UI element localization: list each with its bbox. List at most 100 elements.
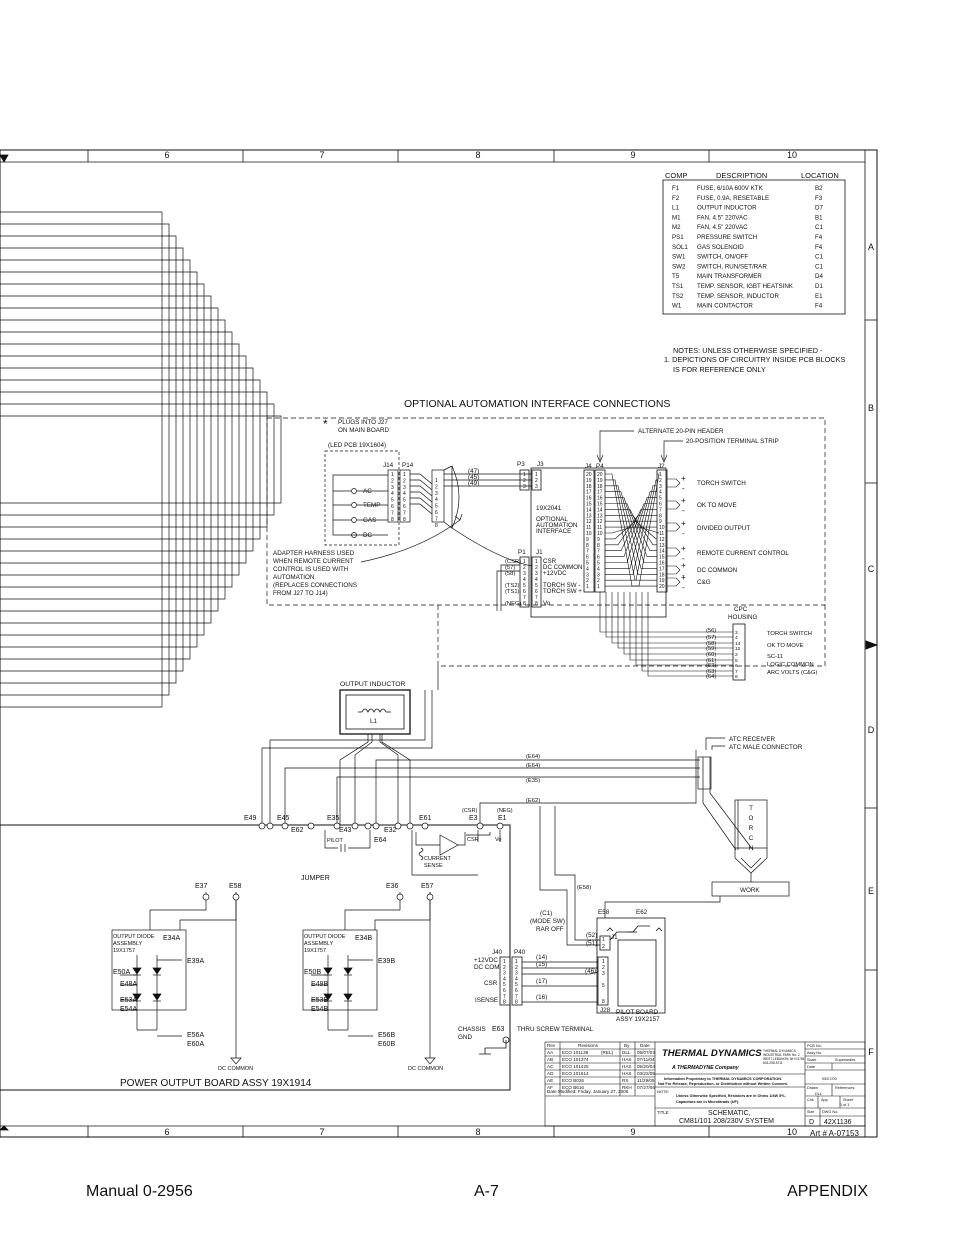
- pin-number: 3: [586, 572, 589, 578]
- pin-number: 6: [597, 555, 600, 561]
- cpc-wire: (60): [706, 652, 716, 658]
- pilot-left-12v: +12VDC: [474, 957, 498, 964]
- pin-number: 2: [515, 965, 518, 971]
- row-label-a: A: [868, 242, 874, 252]
- terminal-label: E57: [421, 883, 434, 890]
- cpc-pin: 4: [735, 635, 738, 641]
- pin-number: 8: [523, 601, 526, 607]
- footer-section: APPENDIX: [787, 1183, 868, 1200]
- company-addr-2: INDUSTRIAL PARK No. 2: [763, 1053, 800, 1057]
- atc-receiver: ATC RECEIVER: [729, 736, 776, 743]
- pin-number: 3: [535, 484, 538, 490]
- pin-number: 18: [597, 484, 603, 490]
- row-label-f: F: [868, 1047, 874, 1057]
- pin-number: 1: [403, 472, 406, 478]
- pilot-label: PILOT: [327, 838, 344, 844]
- pin-number: 14: [597, 507, 603, 513]
- cpc-wire: (59): [706, 646, 716, 652]
- pin-number: 10: [659, 525, 665, 531]
- plugs-note-1: PLUGS INTO J27: [338, 419, 388, 426]
- pin-number: 2: [503, 965, 506, 971]
- rev-date: 03/22/05: [637, 1071, 655, 1076]
- rev-desc: ECO 101614: [562, 1071, 589, 1076]
- pin-number: 3: [597, 572, 600, 578]
- board-name-1: 19X2041: [536, 505, 562, 512]
- drawn-by: DLL: [815, 1092, 822, 1096]
- pin-number: 6: [523, 589, 526, 595]
- rev-date: 07/11/04: [637, 1057, 655, 1062]
- rev-code: AE: [547, 1078, 553, 1083]
- pin-number: 4: [586, 566, 589, 572]
- led-temp: TEMP: [363, 502, 381, 509]
- pin-number: 3: [403, 485, 406, 491]
- pin-number: 1: [515, 959, 518, 965]
- led-dc: DC: [363, 532, 373, 539]
- pin-number: 9: [659, 519, 662, 525]
- col-label-6-bottom: 6: [164, 1127, 169, 1137]
- date-label: Date: [807, 1065, 815, 1069]
- diode-terminal: E39A: [187, 958, 204, 965]
- desc-cell: TEMP. SENSOR, IGBT HEATSINK: [697, 283, 794, 290]
- wire-49: (49): [468, 480, 479, 487]
- plus-mark: +: [681, 573, 686, 582]
- minus-mark: -: [682, 554, 685, 563]
- pin-number: 4: [659, 490, 662, 496]
- company-sub: A THERMADYNE Company: [671, 1065, 740, 1071]
- pin-number: 2: [586, 578, 589, 584]
- location-cell: C1: [815, 254, 823, 261]
- pin-number: 6: [659, 502, 662, 508]
- csr-neg-1: (CSR): [462, 808, 477, 814]
- pilot-title-1: PILOT BOARD: [616, 1009, 659, 1016]
- p1-signal: TORCH SW +: [543, 588, 582, 595]
- rev-code: AD: [547, 1071, 554, 1076]
- terminal-label: E3: [469, 815, 478, 822]
- current-sense-2: SENSE: [424, 863, 443, 869]
- pin-number: 4: [403, 491, 406, 497]
- cpc-wire: (58): [706, 641, 716, 647]
- col-label-9-bottom: 9: [630, 1127, 635, 1137]
- csr-neg-2: (NEG): [497, 808, 513, 814]
- p1-signal: TORCH SW -: [543, 582, 580, 589]
- pin-number: 6: [503, 988, 506, 994]
- pin-number: 15: [659, 555, 665, 561]
- terminal-label: E32: [384, 827, 397, 834]
- pin-number: 20: [586, 472, 592, 478]
- p1-signal: Vo: [543, 600, 551, 607]
- rev-note: (REL): [601, 1050, 613, 1055]
- pin-number: 1: [586, 584, 589, 590]
- terminal-label: E35: [327, 815, 340, 822]
- location-cell: B2: [815, 185, 823, 192]
- pin-number: 7: [435, 516, 438, 522]
- pin-number: 8: [515, 1000, 518, 1006]
- note-1: Unless Otherwise Specified, Resistors ar…: [676, 1094, 786, 1098]
- pin-number: 16: [586, 496, 592, 502]
- harness-e64-a: (E64): [526, 754, 540, 760]
- pilot-left-isense: ISENSE: [475, 997, 498, 1004]
- pin-number: 12: [659, 537, 665, 543]
- pin-number: 13: [586, 513, 592, 519]
- pin-number: 1: [659, 472, 662, 478]
- location-cell: D7: [815, 205, 823, 212]
- p1-signal: +12VDC: [543, 570, 567, 577]
- pin-number: 2: [391, 478, 394, 484]
- comp-cell: W1: [672, 303, 682, 310]
- col-label-10-bottom: 10: [787, 1127, 797, 1137]
- pin-number: 2: [535, 565, 538, 571]
- rev-h-rev: Rev: [547, 1043, 556, 1048]
- location-cell: E1: [815, 293, 823, 300]
- rev-desc: ECO 101425: [562, 1064, 589, 1069]
- cpc-wire: (57): [706, 635, 716, 641]
- desc-cell: FAN, 4.5" 220VAC: [697, 224, 748, 231]
- pin-number: 1: [523, 472, 526, 478]
- board-name-2: OPTIONAL: [536, 516, 568, 523]
- p4-label: P4: [596, 463, 604, 470]
- led-gas: GAS: [363, 517, 376, 524]
- rev-code: AF: [547, 1085, 553, 1090]
- adapter-note-3: CONTROL IS USED WITH: [273, 566, 349, 573]
- chk-label: Chk: [807, 1098, 814, 1102]
- j1-label: J1: [536, 549, 543, 556]
- pin-number: 9: [586, 537, 589, 543]
- diode-terminal: E53B: [311, 997, 328, 1004]
- comp-cell: M2: [672, 224, 681, 231]
- pin-number: 5: [391, 498, 394, 504]
